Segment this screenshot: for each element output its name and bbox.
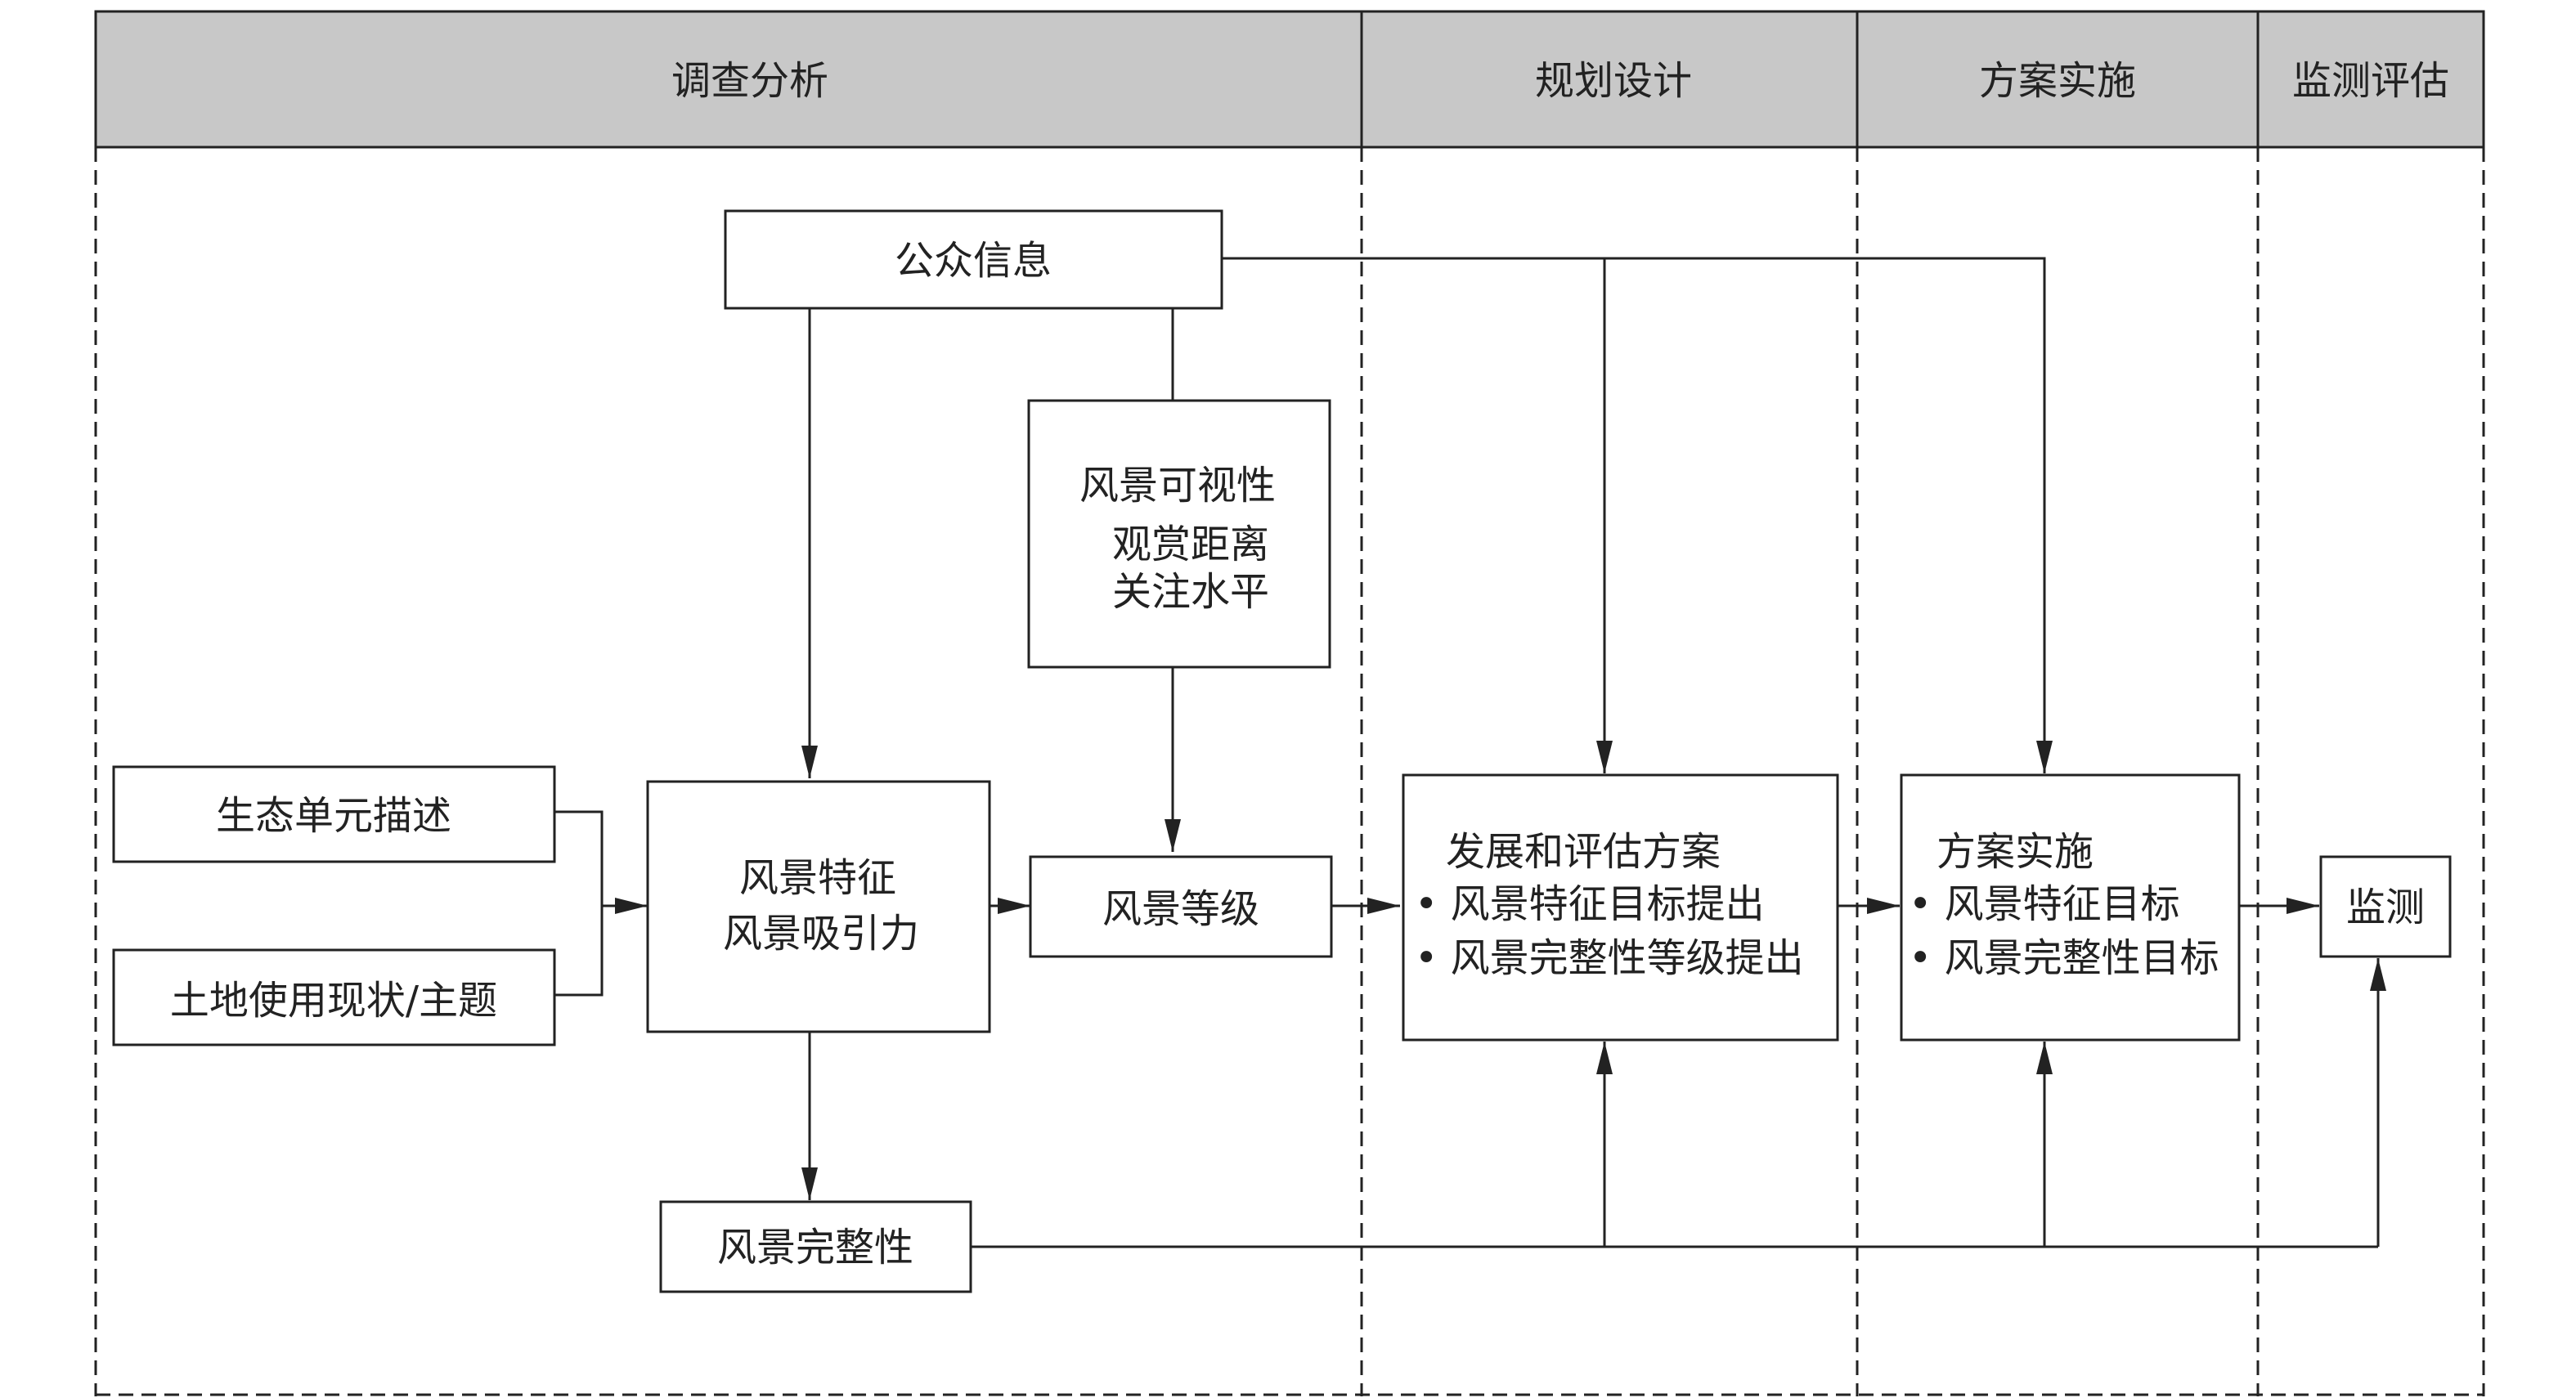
node-public-info: 公众信息: [724, 209, 1223, 310]
node-visibility-line-3: 关注水平: [1112, 569, 1269, 615]
node-eco-unit: 生态单元描述: [112, 765, 556, 863]
node-implement-line-2: • 风景特征目标: [1909, 881, 2180, 927]
node-public-info-label: 公众信息: [895, 238, 1052, 284]
node-implement-line-1: 方案实施: [1936, 829, 2094, 875]
edge-public-to-implement: [1604, 257, 2053, 773]
phase-label-survey: 调查分析: [671, 58, 828, 104]
node-implement: 方案实施 • 风景特征目标 • 风景完整性目标: [1900, 773, 2241, 1042]
node-dev-plan-line-2: • 风景特征目标提出: [1415, 881, 1765, 927]
phase-header: 调查分析 规划设计 方案实施 监测评估: [94, 10, 2485, 149]
phase-header-planning: [1360, 10, 1859, 149]
node-dev-plan: 发展和评估方案 • 风景特征目标提出 • 风景完整性等级提出: [1402, 773, 1839, 1042]
node-dev-plan-line-1: 发展和评估方案: [1446, 829, 1721, 875]
node-visibility-line-1: 风景可视性: [1079, 463, 1276, 509]
edge-eco-unit-merge: [554, 810, 604, 997]
node-character-line-1: 风景特征: [739, 855, 896, 901]
phase-label-planning: 规划设计: [1535, 58, 1692, 104]
phase-label-implementation: 方案实施: [1979, 58, 2136, 104]
node-monitor-label: 监测: [2346, 885, 2425, 930]
connectors: [554, 257, 2386, 1248]
node-grade-label: 风景等级: [1102, 886, 1259, 932]
node-implement-line-3: • 风景完整性目标: [1909, 935, 2219, 981]
node-visibility: 风景可视性 观赏距离 关注水平: [1027, 399, 1331, 669]
node-character: 风景特征 风景吸引力: [646, 780, 991, 1033]
node-eco-unit-label: 生态单元描述: [216, 793, 451, 839]
phase-header-monitoring: [2256, 10, 2485, 149]
node-land-use-label: 土地使用现状/主题: [170, 978, 497, 1024]
node-integrity: 风景完整性: [659, 1200, 972, 1293]
node-character-line-2: 风景吸引力: [723, 911, 919, 957]
phase-header-implementation: [1856, 10, 2260, 149]
phase-header-survey: [94, 10, 1363, 149]
node-dev-plan-line-3: • 风景完整性等级提出: [1415, 935, 1804, 981]
node-monitor: 监测: [2319, 855, 2452, 958]
phase-label-monitoring: 监测评估: [2292, 58, 2449, 104]
phase-dividers: [94, 147, 2485, 1396]
node-integrity-label: 风景完整性: [717, 1225, 913, 1270]
node-land-use: 土地使用现状/主题: [112, 948, 556, 1046]
node-grade: 风景等级: [1029, 855, 1333, 958]
node-visibility-line-2: 观赏距离: [1112, 522, 1269, 567]
